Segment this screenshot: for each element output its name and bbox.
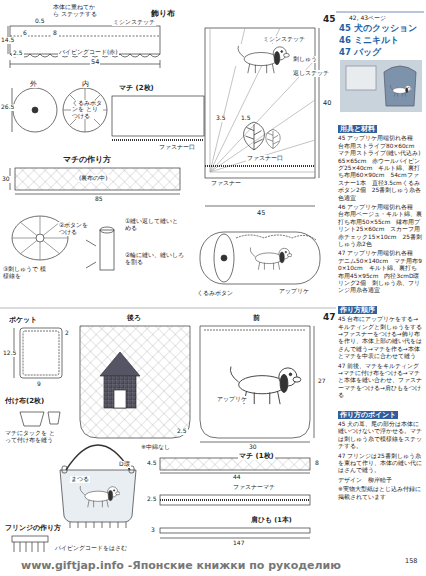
part-label: 内 [81, 80, 90, 88]
dimension-number: 2.5 [146, 496, 158, 503]
note-text: 45 台布にアップリケをする→キルティングと刺しゅうをする→ファスナーをつける→… [338, 316, 422, 360]
part-label: ②輪に縫い、縫いしろを割る [124, 252, 188, 266]
part-label: ポケット [8, 316, 38, 324]
dimension-number: 2.5 [12, 50, 24, 57]
dimension-number: 44 [232, 474, 242, 481]
part-label: 前 [252, 314, 261, 322]
dimension-number: 12.5 [2, 350, 17, 357]
note-text: デザイン 柳岸睦子 [338, 477, 422, 484]
part-label: ファスナー口 [158, 144, 196, 151]
dimension-number: 3 [150, 527, 156, 534]
part-label: アップリケ [278, 288, 310, 295]
dimension-number: 54 [90, 59, 100, 66]
part-label: ※中綿なし [140, 444, 171, 451]
part-label: 外 [29, 80, 38, 88]
dimension-number: 8 [314, 460, 320, 467]
dimension-number: 45 [256, 210, 266, 217]
section-heading: 作り方順序 [338, 306, 377, 314]
part-label: ミシンステッチ [112, 19, 156, 26]
dimension-number: 45 [322, 14, 337, 24]
part-label: 46 ミニキルト [338, 36, 400, 46]
part-label: アップリケ [216, 396, 248, 403]
part-label: マチ (1枚) [238, 452, 275, 460]
dimension-number: 30 [1, 176, 11, 183]
dimension-number: 158 [404, 558, 418, 565]
part-label: くるみボタンを とりつける [71, 100, 103, 119]
dimension-number: 30 [248, 444, 258, 451]
part-label: 本体に重ねてから ステッチする [52, 4, 100, 18]
note-text: 47 前後、マチをキルティング→マチに付け布をつける→マチと本体を縫い合わせ、フ… [338, 363, 422, 400]
dimension-number: 147 [232, 540, 245, 547]
part-label: ファスナー口 [246, 155, 284, 162]
dimension-number: 3.5 [215, 115, 227, 122]
part-label: ③刺しゅうで 模様線を [2, 266, 48, 280]
dimension-number: 9 [36, 381, 42, 388]
part-label: 42, 43ページ [348, 15, 387, 22]
part-label: 返しステッチ [292, 70, 330, 77]
dimension-number: 14.5 [0, 37, 15, 44]
dimension-number: 6 [22, 30, 28, 37]
part-label: マチの作り方 [62, 156, 112, 165]
part-label: 肩ひも (1本) [250, 517, 293, 524]
section-heading: 用具と材料 [338, 125, 377, 133]
note-text: 47 フリンジは25番刺しゅう糸を束ねて作り、本体の縫い代にはさんで縫う。 [338, 453, 422, 475]
note-text: 45 アップリケ用端切れ各種 台布用ストライプ80×60cm マチ用ストライプ(… [338, 135, 422, 202]
part-label: マチにタックを とって付け布を縫う [4, 430, 58, 444]
part-label: 後ろ [126, 314, 142, 322]
part-label: ②ボタンを つける [58, 222, 96, 236]
dimension-number: 26.5 [0, 104, 15, 111]
part-label: 刺しゅう [292, 56, 318, 63]
watermark: www.giftjap.info -Японские книжки по рук… [20, 560, 342, 573]
part-label: 45 犬のクッション [338, 24, 418, 34]
part-label: パイピングコードをはさむ [54, 545, 128, 552]
dimension-number: 8 [52, 30, 58, 37]
dimension-number: 0.5 [34, 18, 46, 25]
note-column: 用具と材料 45 アップリケ用端切れ各種 台布用ストライプ80×60cm マチ用ス… [338, 116, 422, 503]
part-label: ファスナー [210, 180, 242, 187]
dimension-number: 2.5 [176, 428, 188, 435]
note-text: ※実物大型紙はとじ込み付録に掲載されています [338, 486, 422, 501]
dimension-number: 85 [94, 196, 104, 203]
note-text: 47 アップリケ用端切れ各種 デニム50×140cm マチ用布90×10cm キ… [338, 250, 422, 294]
part-label: (裏布の中) [78, 175, 109, 182]
note-text: 46 アップリケ用端切れ各種 台布用ベージュ・キルト綿、裏打ち布用50×55cm… [338, 204, 422, 248]
part-label: ミシンステッチ [262, 36, 306, 43]
part-label: 47 バッグ [338, 48, 382, 58]
part-label: ①縫い返して縫いとめる [124, 218, 184, 232]
part-label: マチ (2枚) [118, 84, 155, 92]
part-label: 飾り布 [150, 10, 176, 19]
dimension-number: 27 [317, 378, 327, 385]
part-label: フリンジの作り方 [4, 524, 62, 532]
dimension-number: 47 [322, 312, 337, 322]
part-label: D環 [118, 461, 131, 468]
note-text: 45 犬の耳、尾の部分は本体に縫いつけないで浮かせる。マチは刺しゅう糸で模様線を… [338, 421, 422, 451]
dimension-number: 40 [322, 100, 332, 107]
part-label: まつる [70, 476, 90, 483]
part-label: バイピングコード(赤) [58, 49, 119, 56]
section-heading: 作り方のポイント [338, 411, 398, 419]
dimension-number: 4.5 [146, 460, 158, 467]
part-label: 付け布(2枚) [4, 397, 45, 405]
part-label: くるみボタン [196, 290, 234, 297]
part-label: ファスナーマチ [232, 484, 276, 491]
dimension-number: 1.5 [240, 115, 252, 122]
dimension-number: 2 [64, 330, 70, 337]
